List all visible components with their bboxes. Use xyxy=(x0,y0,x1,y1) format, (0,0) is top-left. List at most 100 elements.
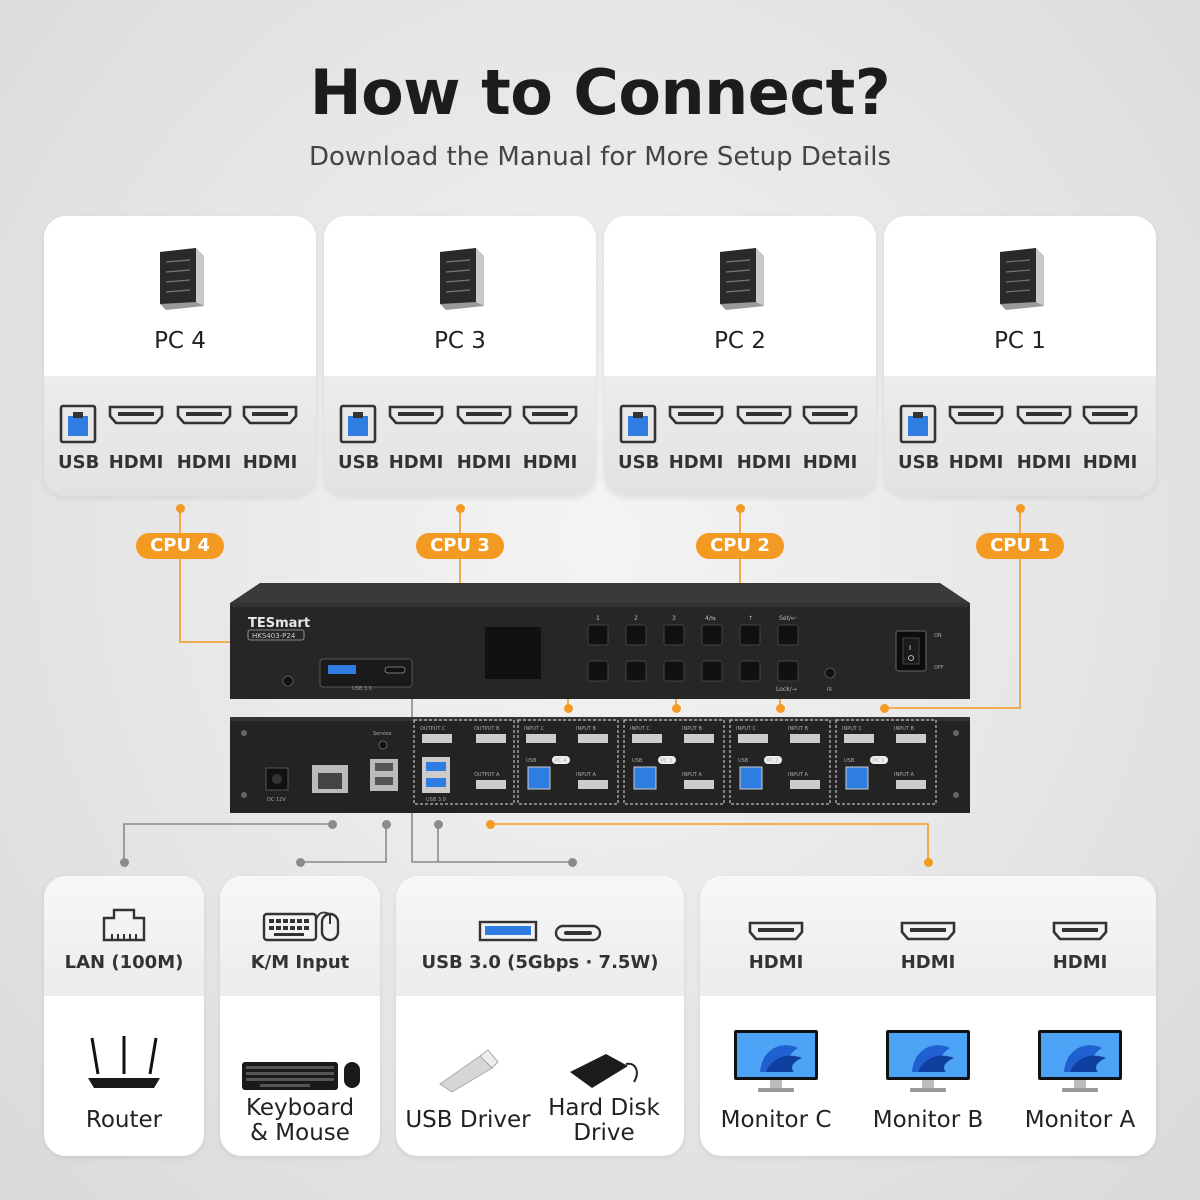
input-a-label: INPUT A xyxy=(788,772,809,778)
pc-tag-bg xyxy=(870,756,888,764)
btn-label-set: Set/↩ xyxy=(779,615,796,622)
dc-label: DC 12V xyxy=(267,797,286,803)
hdmi-label: HDMI xyxy=(242,452,298,473)
input-b-label: INPUT B xyxy=(894,726,915,732)
brand-logo: TESmart xyxy=(248,616,310,631)
input-a-label: INPUT A xyxy=(576,772,597,778)
model-label: HKS403-P24 xyxy=(252,632,296,640)
connector-dot xyxy=(567,857,577,867)
input-b-label: INPUT B xyxy=(576,726,597,732)
hdmi-port xyxy=(896,734,926,743)
front-usb-label: USB 3.0 xyxy=(352,686,372,692)
hdmi-label: HDMI xyxy=(176,452,232,473)
input-a-label: INPUT A xyxy=(682,772,703,778)
usb-label: USB xyxy=(58,452,100,473)
usb-port: USB xyxy=(338,404,380,484)
usb-c-icon xyxy=(554,924,602,942)
line-monitors xyxy=(490,823,929,862)
hdmi-label: HDMI xyxy=(522,452,578,473)
rear-pc-tag: PC 4 xyxy=(555,758,566,764)
hdmi-port: HDMI xyxy=(1012,404,1076,484)
pc-card-4: PC 4 USB HDMI HDMI HDMI xyxy=(44,216,316,496)
usb-port: USB xyxy=(618,404,660,484)
pc-name: PC 3 xyxy=(434,328,486,354)
hdmi-port: HDMI xyxy=(944,404,1008,484)
connector-dot xyxy=(381,819,391,829)
cpu-badge-1: CPU 1 xyxy=(976,533,1064,559)
usb-label: USB xyxy=(338,452,380,473)
connector-dot xyxy=(119,857,129,867)
hdmi-port xyxy=(578,780,608,789)
pc-name: PC 4 xyxy=(154,328,206,354)
computer-icon xyxy=(994,248,1050,310)
rear-pc-tag: PC 3 xyxy=(661,758,672,764)
output-group xyxy=(413,719,515,805)
monitor-icon xyxy=(886,1030,970,1092)
monitor-label: Monitor A xyxy=(1024,1107,1136,1133)
hdmi-label: HDMI xyxy=(748,952,804,973)
hdmi-label: HDMI xyxy=(1082,452,1138,473)
hdmi-port: HDMI xyxy=(1078,404,1142,484)
hdmi-label: HDMI xyxy=(736,452,792,473)
lan-card: LAN (100M) Router xyxy=(44,876,204,1156)
connector-dot xyxy=(775,703,785,713)
keyboard-label-1: Keyboard xyxy=(245,1095,355,1121)
hdmi-port xyxy=(578,734,608,743)
usb-b-port xyxy=(739,766,763,790)
line-km xyxy=(300,824,387,863)
computer-icon xyxy=(434,248,490,310)
service-label: Service xyxy=(373,731,391,737)
usb-port: USB xyxy=(58,404,100,484)
input-c-label: INPUT C xyxy=(524,726,545,732)
input-c-label: INPUT C xyxy=(736,726,757,732)
rear-usb-small-label: USB xyxy=(632,758,643,764)
monitors-card: HDMI Monitor C HDMI Monitor B HDMI xyxy=(700,876,1156,1156)
hdmi-port xyxy=(738,734,768,743)
connector-dot xyxy=(327,819,337,829)
rear-usb-small-label: USB xyxy=(526,758,537,764)
hdmi-port xyxy=(844,734,874,743)
power-on-label: ON xyxy=(934,633,942,639)
hdmi-port: HDMI xyxy=(384,404,448,484)
hdmi-label: HDMI xyxy=(900,952,956,973)
btn-label-up: ↑ xyxy=(748,615,753,622)
btn-label-lock: Lock/→ xyxy=(776,686,797,693)
hdmi-icon xyxy=(747,920,805,947)
cpu-badge-2: CPU 2 xyxy=(696,533,784,559)
usb-label: USB 3.0 (5Gbps · 7.5W) xyxy=(421,952,659,973)
connector-dot xyxy=(485,819,495,829)
hdmi-port xyxy=(790,734,820,743)
pc-card-1: PC 1 USB HDMI HDMI HDMI xyxy=(884,216,1156,496)
hdmi-port xyxy=(896,780,926,789)
pc-tag-bg xyxy=(764,756,782,764)
output-c-label: OUTPUT C xyxy=(420,726,446,732)
hdmi-port: HDMI xyxy=(104,404,168,484)
rear-usb-label: USB 3.0 xyxy=(426,797,446,803)
usb-label: USB xyxy=(618,452,660,473)
usb-a-icon xyxy=(478,920,538,942)
svg-text:I: I xyxy=(909,644,911,652)
hdmi-port xyxy=(526,734,556,743)
pc-card-2: PC 2 USB HDMI HDMI HDMI xyxy=(604,216,876,496)
router-label: Router xyxy=(85,1107,163,1133)
line-cpu1 xyxy=(884,508,1021,709)
connector-dot xyxy=(455,503,465,513)
hdd-label-1: Hard Disk xyxy=(548,1095,660,1121)
btn-label-4: 4/⇆ xyxy=(705,615,716,622)
cpu-badge-3: CPU 3 xyxy=(416,533,504,559)
hdmi-icon xyxy=(899,920,957,947)
lan-label: LAN (100M) xyxy=(64,952,184,973)
usb-port: USB xyxy=(898,404,939,484)
monitor-icon xyxy=(1038,1030,1122,1092)
hard-disk-icon xyxy=(570,1054,638,1088)
rear-pc-tag: PC 2 xyxy=(767,758,778,764)
usb-b-port xyxy=(845,766,869,790)
hdmi-port xyxy=(684,780,714,789)
rear-pc-tag: PC 1 xyxy=(873,758,884,764)
computer-icon xyxy=(714,248,770,310)
pc-tag-bg xyxy=(658,756,676,764)
keyboard-icon xyxy=(242,1062,360,1090)
keyboard-mouse-icon xyxy=(262,911,340,942)
hdmi-port: HDMI xyxy=(452,404,516,484)
km-label: K/M Input xyxy=(250,952,350,973)
